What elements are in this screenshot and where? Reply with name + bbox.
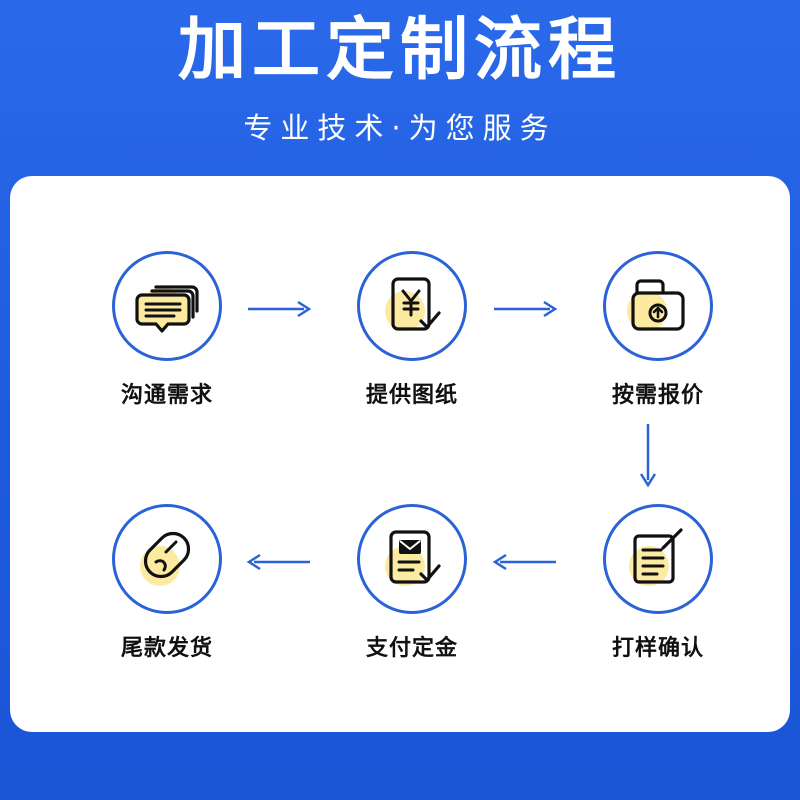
arrow-down-icon: [637, 422, 659, 488]
step-label: 尾款发货: [120, 636, 213, 661]
step-circle: [112, 251, 222, 361]
package-icon: [140, 531, 191, 586]
flow-card: 沟通需求 提供图纸: [10, 176, 790, 732]
step-label: 打样确认: [611, 636, 704, 661]
yuan-document-icon: [385, 277, 441, 331]
step-label: 支付定金: [365, 636, 458, 661]
arrow-right-icon: [492, 298, 558, 320]
step-circle: [112, 504, 222, 614]
step-quote: 按需报价: [578, 251, 738, 421]
step-communicate: 沟通需求: [87, 251, 247, 421]
envelope-document-icon: [385, 530, 441, 586]
step-circle: [357, 251, 467, 361]
step-sample-confirm: 打样确认: [578, 504, 738, 674]
step-circle: [603, 504, 713, 614]
step-provide-drawings: 提供图纸: [332, 251, 492, 421]
step-final-payment-shipping: 尾款发货: [87, 504, 247, 674]
step-label: 按需报价: [611, 383, 704, 408]
arrow-left-icon: [492, 551, 558, 573]
chat-bubbles-icon: [135, 285, 199, 333]
step-label: 沟通需求: [120, 383, 213, 408]
arrow-right-icon: [246, 298, 312, 320]
step-circle: [603, 251, 713, 361]
step-deposit: 支付定金: [332, 504, 492, 674]
edit-note-icon: [629, 528, 683, 586]
arrow-left-icon: [246, 551, 312, 573]
step-label: 提供图纸: [365, 383, 458, 408]
upload-folder-icon: [627, 279, 685, 331]
step-circle: [357, 504, 467, 614]
page-title: 加工定制流程: [177, 11, 622, 90]
page-subtitle: 专业技术·为您服务: [243, 111, 557, 145]
